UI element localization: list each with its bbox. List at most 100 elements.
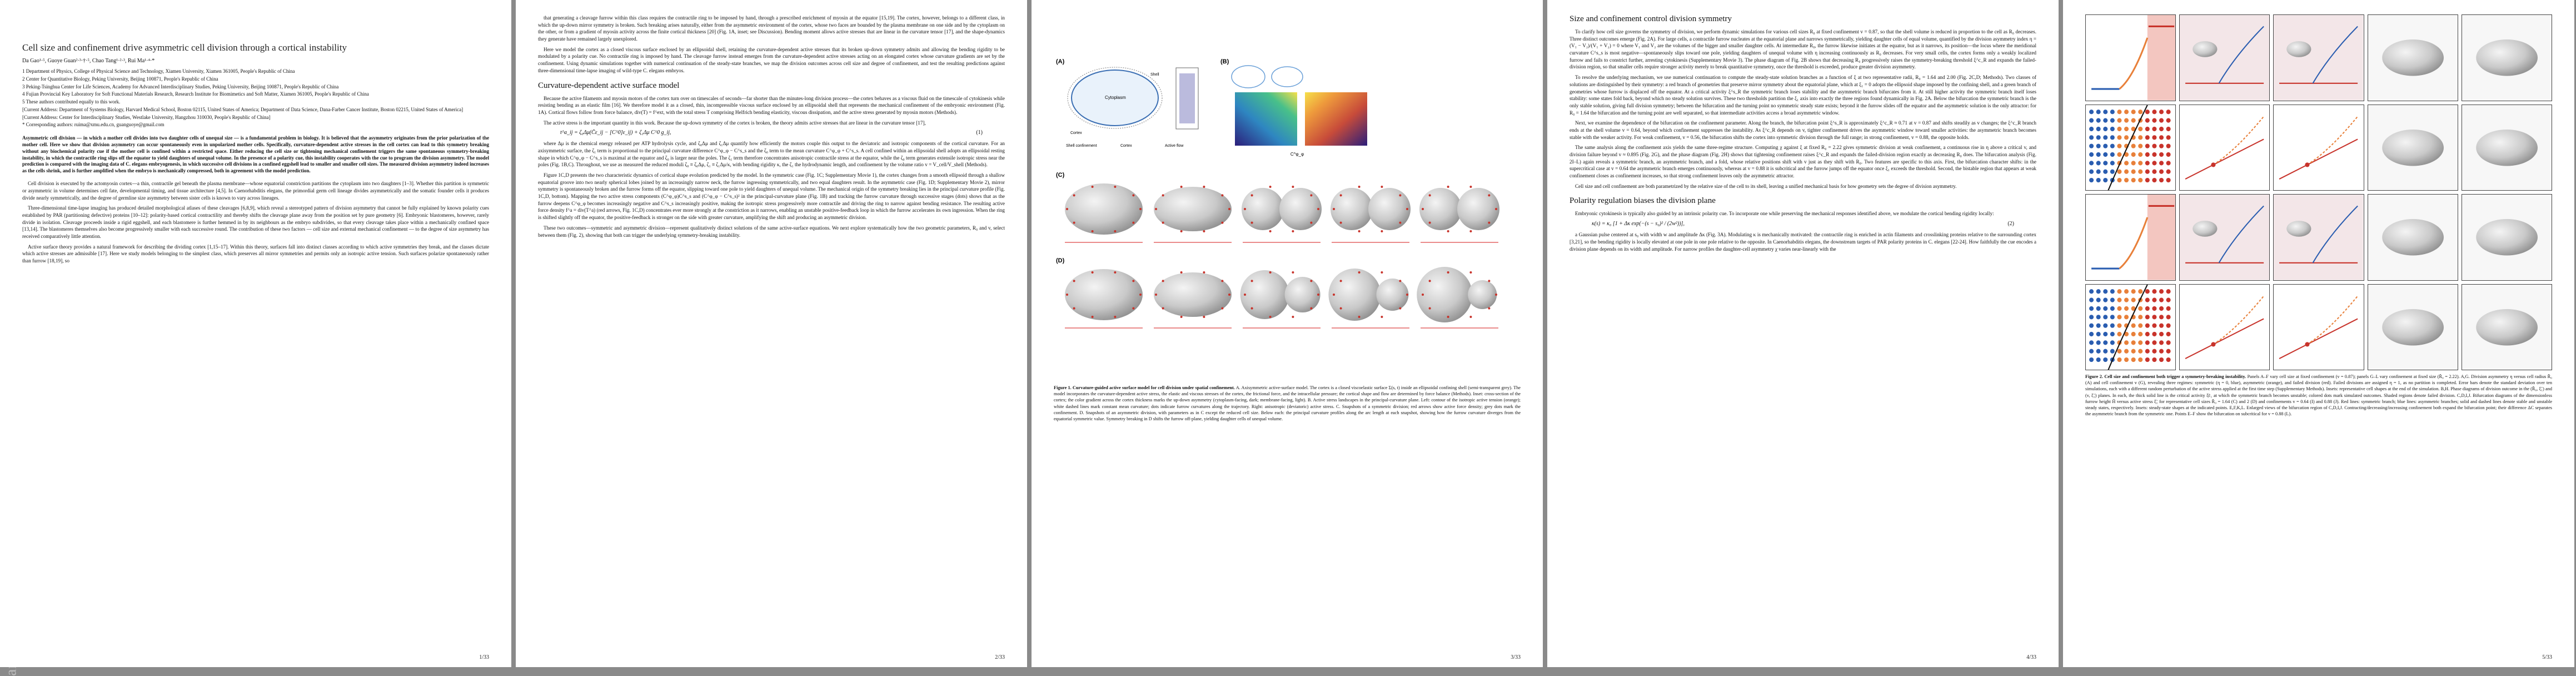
phase-point [2152, 109, 2157, 114]
paragraph: Active surface theory provides a natural… [22, 243, 489, 264]
phase-point [2159, 314, 2164, 319]
phase-point [2159, 160, 2164, 165]
daughter-cell [1417, 267, 1473, 322]
paragraph: Here we model the cortex as a closed vis… [538, 46, 1005, 73]
phase-point [2096, 331, 2101, 336]
paragraph: Embryonic cytokinesis is typically also … [1575, 211, 1994, 217]
active-force-marker [1139, 294, 1142, 296]
phase-point [2110, 152, 2115, 157]
phase-point [2124, 306, 2129, 311]
phase-point [2138, 152, 2143, 157]
active-force-marker [1250, 194, 1253, 197]
active-force-marker [1073, 307, 1075, 310]
phase-point [2159, 323, 2164, 328]
phase-point [2110, 349, 2115, 354]
phase-point [2138, 135, 2143, 140]
legend-shell-confinement: Shell confinement [1066, 144, 1097, 148]
active-force-marker [1180, 271, 1183, 274]
active-force-marker [1358, 186, 1361, 188]
figure-2-subpanel [2085, 14, 2176, 101]
phase-point [2096, 314, 2101, 319]
active-force-marker [1132, 221, 1135, 224]
phase-point [2138, 357, 2143, 362]
phase-point [2110, 118, 2115, 123]
active-force-marker [1495, 208, 1497, 210]
phase-point [2096, 118, 2101, 123]
active-force-marker [1221, 307, 1224, 310]
phase-point [2145, 323, 2150, 328]
page-4: Size and confinement control division sy… [1547, 0, 2059, 667]
panel-label-b: (B) [1220, 58, 1229, 65]
phase-point [2124, 289, 2129, 294]
daughter-cell [1368, 188, 1411, 230]
phase-point [2159, 331, 2164, 336]
asymmetric-branch [2213, 295, 2265, 345]
phase-point [2145, 340, 2150, 345]
subpanel-plot [2089, 105, 2171, 190]
caption-body: A. Axisymmetric active-surface model. Th… [1054, 385, 1521, 421]
phase-point [2117, 314, 2122, 319]
active-force-marker [1469, 271, 1472, 274]
phase-point [2089, 118, 2094, 123]
subpanel-plot [2462, 284, 2552, 370]
active-force-marker [1221, 221, 1224, 224]
phase-point [2145, 160, 2150, 165]
cell-shape [2475, 309, 2538, 345]
phase-point [2138, 109, 2143, 114]
phase-point [2089, 289, 2094, 294]
phase-point [2096, 323, 2101, 328]
phase-point [2117, 331, 2122, 336]
active-force-marker [1269, 315, 1272, 318]
phase-point [2124, 152, 2129, 157]
phase-point [2103, 177, 2108, 182]
daughter-cell [1284, 277, 1321, 312]
symmetric-branch [2185, 138, 2264, 180]
phase-point [2096, 135, 2101, 140]
asymmetric-branch [2213, 116, 2265, 165]
paragraph: [Current Address: Center for Interdiscip… [22, 114, 271, 120]
subpanel-plot [2462, 105, 2552, 190]
page-5: Figure 2. Cell size and confinement both… [2063, 0, 2574, 667]
asymmetric-branch [2119, 217, 2149, 270]
phase-point [2138, 160, 2143, 165]
phase-point [2103, 289, 2108, 294]
page-2: that generating a cleavage furrow within… [516, 0, 1027, 667]
active-force-marker [1447, 315, 1449, 318]
phase-point [2166, 349, 2171, 354]
phase-point [2110, 135, 2115, 140]
phase-point [2138, 126, 2143, 131]
figure-2-subpanel [2461, 194, 2552, 281]
asymmetric-branch [2218, 205, 2265, 264]
active-force-marker [1162, 221, 1164, 224]
phase-point [2089, 357, 2094, 362]
active-force-marker [1203, 271, 1205, 274]
cytoplasm-label: Cytoplasm [1105, 95, 1126, 100]
phase-point [2089, 126, 2094, 131]
subpanel-plot [2091, 15, 2176, 101]
phase-point [2096, 297, 2101, 302]
shape-inset [2286, 41, 2311, 57]
active-force-marker [1488, 280, 1491, 282]
phase-point [2138, 306, 2143, 311]
phase-point [2145, 349, 2150, 354]
body-text-1: To clarify how cell size governs the sym… [1569, 28, 2036, 190]
active-force-marker [1358, 315, 1361, 318]
page-3: (A) Cytoplasm Shell Cortex Shell confine… [1032, 0, 1543, 667]
phase-point [2117, 297, 2122, 302]
phase-point [2166, 357, 2171, 362]
active-force-marker [1073, 194, 1075, 197]
asymmetric-branch [2307, 295, 2359, 345]
phase-point [2096, 289, 2101, 294]
subpanel-plot [2180, 195, 2270, 280]
paragraph: Three-dimensional time-lapse imaging has… [22, 205, 489, 239]
phase-point [2145, 289, 2150, 294]
phase-point [2131, 323, 2136, 328]
page-number: 3/33 [1511, 654, 1521, 660]
phase-point [2145, 331, 2150, 336]
cell-shape [2475, 219, 2538, 256]
bifurcation-point [2305, 162, 2310, 167]
cell-body [1065, 183, 1143, 235]
phase-point [2089, 169, 2094, 174]
phase-point [2103, 357, 2108, 362]
cell-snapshot [1065, 183, 1143, 243]
